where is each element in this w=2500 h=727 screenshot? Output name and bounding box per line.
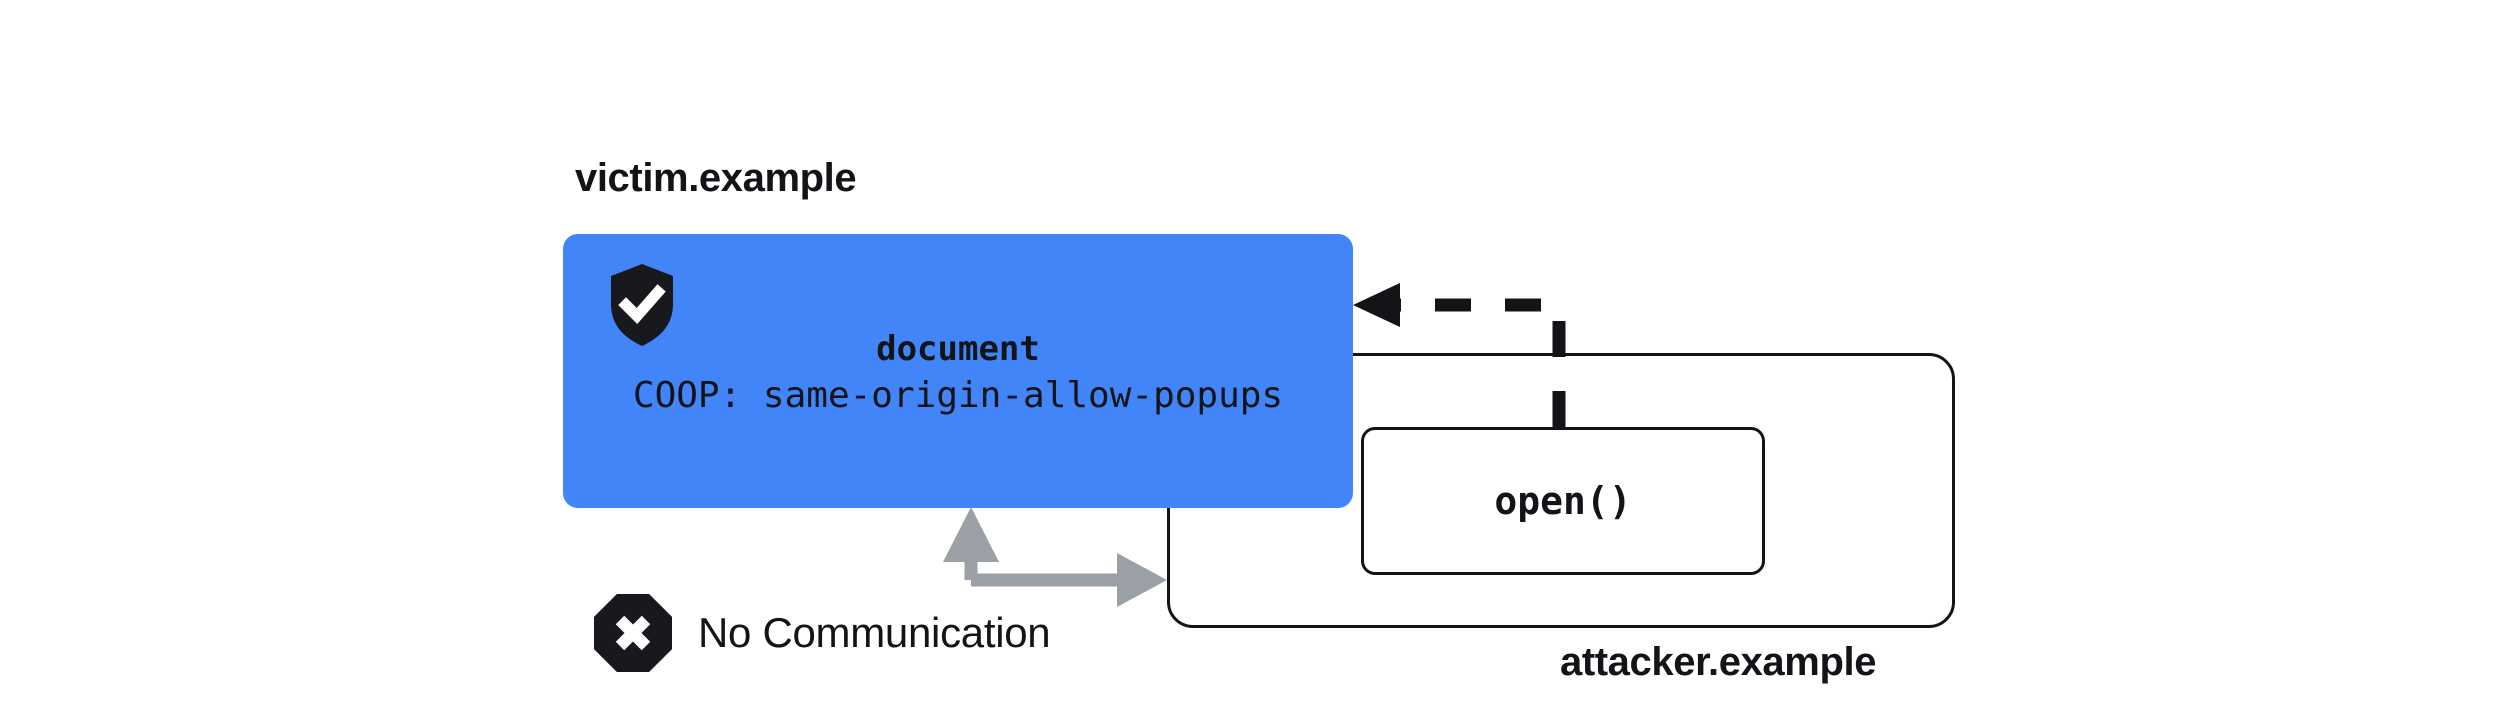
- open-call-box: open(): [1361, 427, 1765, 575]
- shield-check-icon: [611, 264, 673, 346]
- no-communication-label: No Communication: [698, 609, 1051, 656]
- coop-header-value: COOP: same-origin-allow-popups: [632, 375, 1284, 417]
- victim-document-box: document COOP: same-origin-allow-popups: [563, 234, 1353, 508]
- gray-bidirectional-arrow: [943, 507, 1167, 607]
- attacker-origin-label: attacker.example: [1560, 640, 1877, 684]
- no-communication-group: No Communication: [594, 594, 1051, 672]
- document-text-group: document COOP: same-origin-allow-popups: [563, 234, 1353, 508]
- document-label: document: [876, 328, 1040, 369]
- victim-origin-label: victim.example: [575, 156, 857, 200]
- open-call-label: open(): [1494, 479, 1632, 523]
- octagon-x-icon: [594, 594, 672, 672]
